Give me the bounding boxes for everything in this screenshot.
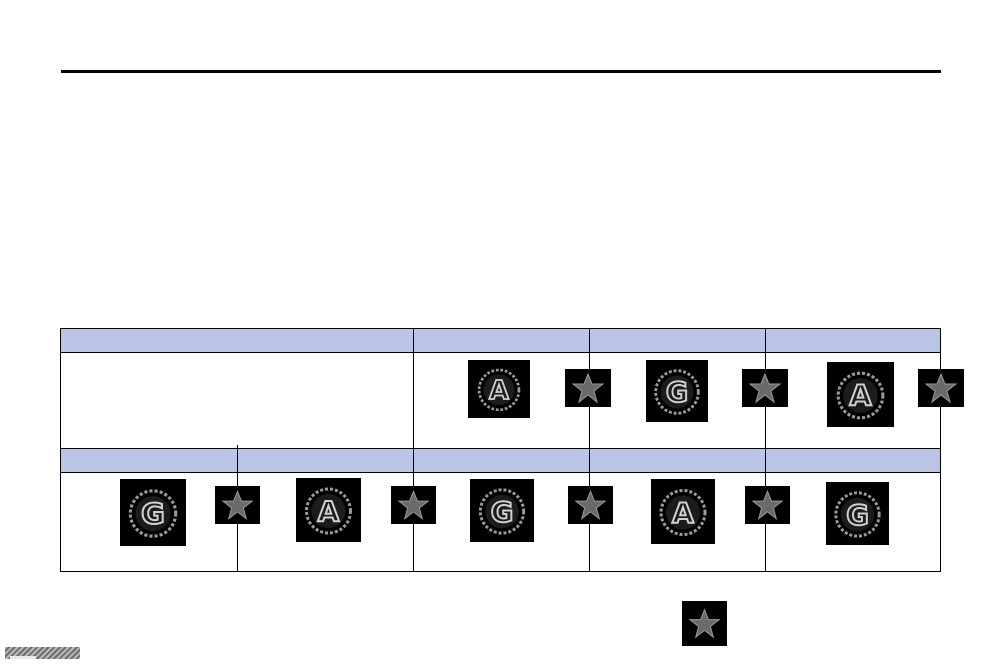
header-rule: [61, 70, 940, 73]
table-header-band: [61, 329, 940, 353]
emblem-g-icon: G: [646, 360, 708, 422]
star-icon: [742, 369, 788, 407]
column-divider: [413, 329, 414, 449]
star-icon: [682, 601, 727, 646]
star-icon: [745, 486, 790, 524]
hatched-bar-highlight: [10, 656, 36, 659]
emblem-a-icon: A: [827, 362, 894, 427]
table-header-band: [61, 449, 940, 473]
emblem-g-icon: G: [470, 479, 534, 542]
svg-text:A: A: [318, 495, 340, 528]
emblem-g-icon: G: [826, 482, 889, 545]
emblem-a-icon: A: [651, 479, 715, 544]
emblem-a-icon: A: [296, 478, 361, 542]
emblem-g-icon: G: [120, 479, 186, 546]
emblem-a-icon: A: [468, 360, 530, 418]
svg-text:A: A: [489, 375, 509, 405]
star-icon: [918, 369, 964, 407]
svg-text:G: G: [491, 496, 514, 528]
header-rule-end: [938, 70, 941, 73]
svg-text:G: G: [141, 497, 165, 531]
svg-text:G: G: [846, 499, 869, 531]
svg-text:G: G: [666, 378, 688, 409]
star-icon: [568, 486, 613, 524]
star-icon: [391, 486, 436, 524]
star-icon: [215, 486, 260, 524]
svg-text:A: A: [850, 380, 872, 413]
star-icon: [565, 369, 611, 407]
svg-text:A: A: [672, 497, 694, 530]
